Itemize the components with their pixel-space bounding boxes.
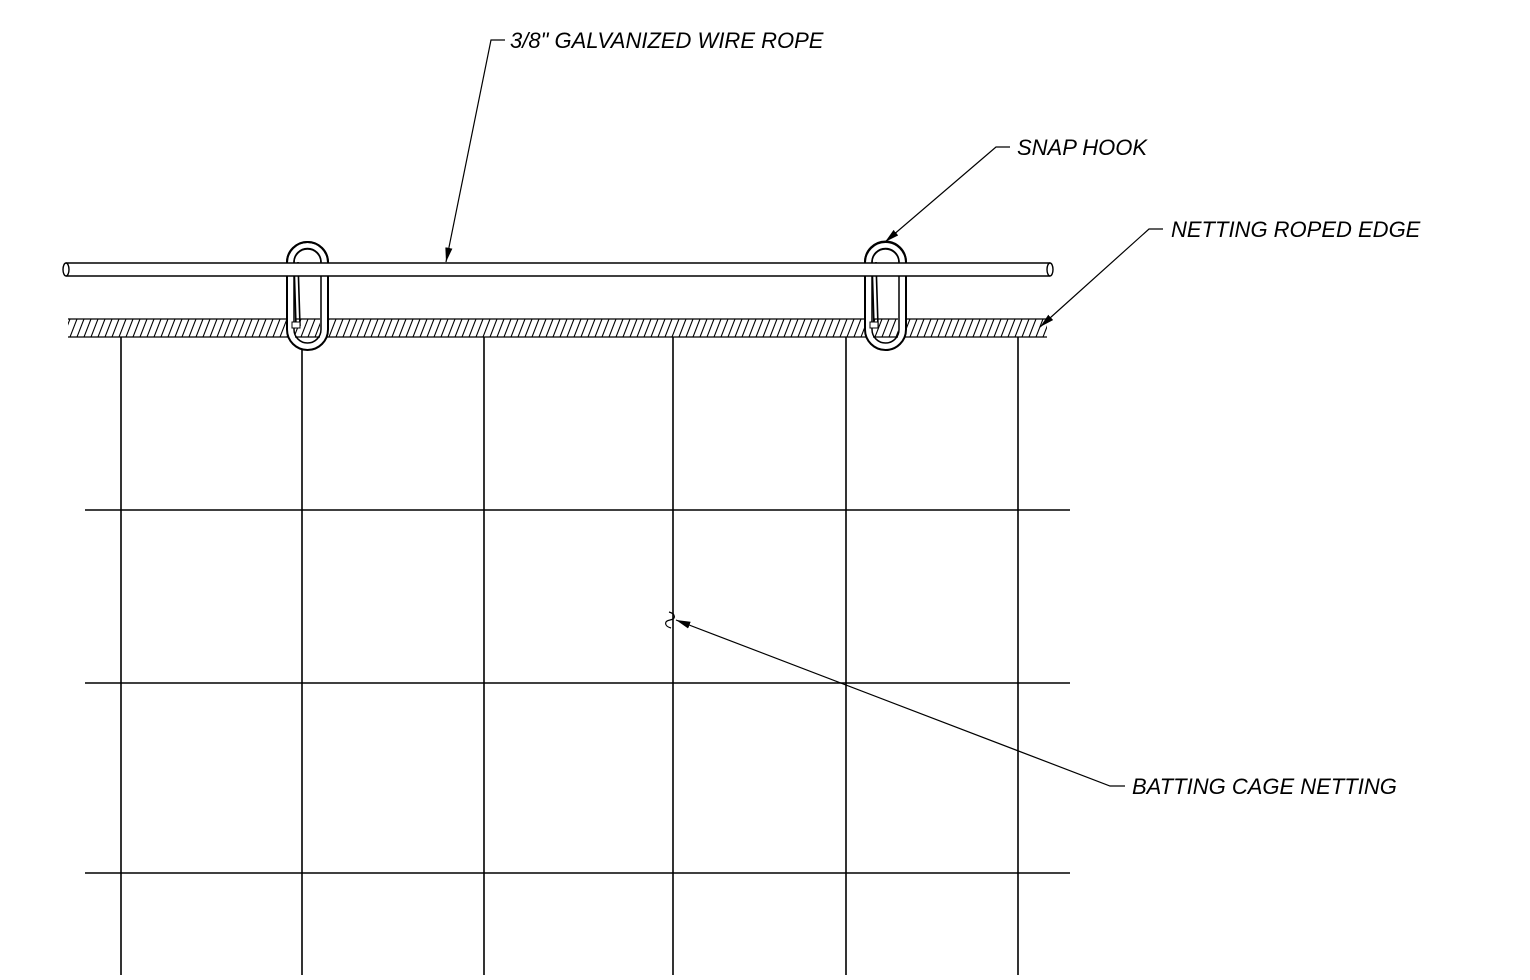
callout-snap-hook: SNAP HOOK — [884, 135, 1148, 243]
callout-roped-edge: NETTING ROPED EDGE — [1039, 217, 1421, 328]
snap-hook-left — [286, 241, 329, 351]
snap-hook-right — [864, 241, 907, 351]
netting-knot — [665, 611, 675, 629]
snap-hook-left-front — [286, 241, 329, 263]
label-netting: BATTING CAGE NETTING — [1132, 774, 1397, 799]
galvanized-wire-rope — [62, 262, 1054, 277]
label-wire-rope: 3/8" GALVANIZED WIRE ROPE — [510, 28, 824, 53]
label-snap-hook: SNAP HOOK — [1017, 135, 1148, 160]
netting-grid — [85, 337, 1070, 975]
label-roped-edge: NETTING ROPED EDGE — [1171, 217, 1421, 242]
callout-wire-rope: 3/8" GALVANIZED WIRE ROPE — [445, 28, 824, 263]
callout-netting: BATTING CAGE NETTING — [675, 619, 1397, 799]
